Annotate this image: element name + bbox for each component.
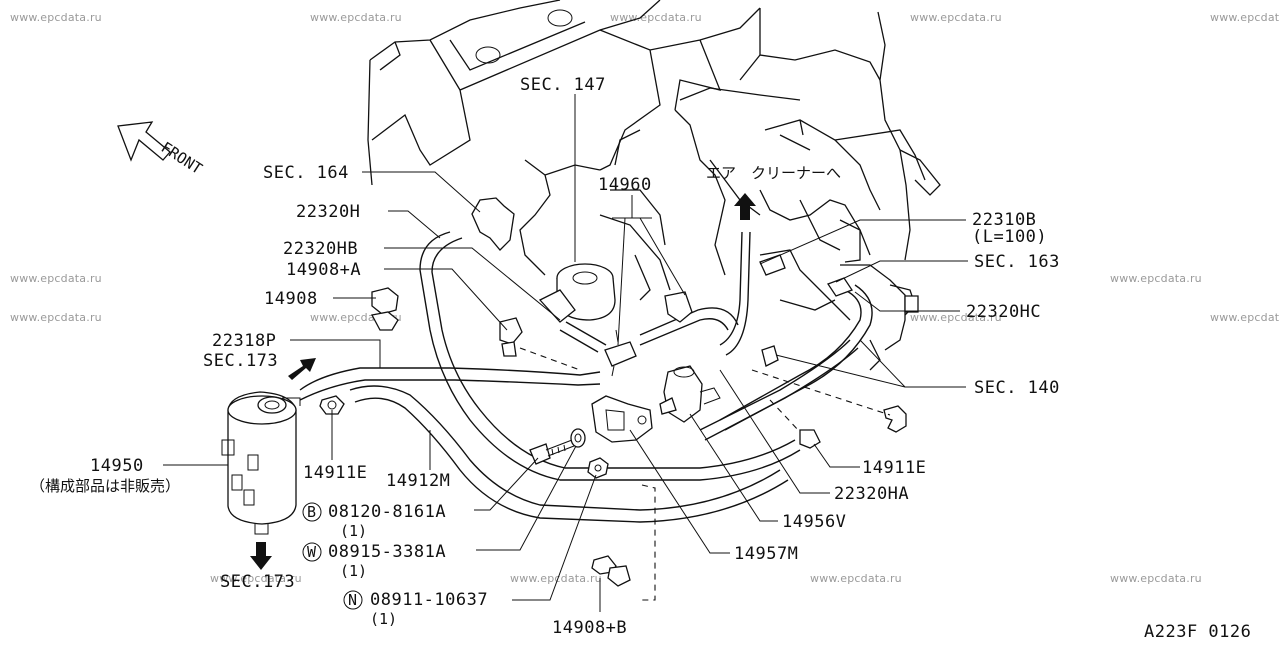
bolt-08120[interactable] <box>529 439 575 465</box>
watermark: www.epcdata.ru <box>910 11 1002 24</box>
dashed-guides <box>519 347 891 601</box>
front-direction-indicator: FRONT <box>117 121 205 178</box>
fitting-sec163 <box>827 277 853 297</box>
canister-14950[interactable] <box>221 391 301 535</box>
hose-14912m <box>349 385 781 511</box>
watermark: www.epcdata.ru <box>1110 572 1202 585</box>
label-14911e-left[interactable]: 14911E <box>303 463 367 483</box>
arrow-to-sec173-top-icon <box>288 358 316 380</box>
label-14960[interactable]: 14960 <box>598 175 652 195</box>
watermark: www.epcdata.ru <box>910 311 1002 324</box>
clip-14908[interactable] <box>371 287 399 331</box>
arrow-up-air-cleaner-icon <box>734 193 756 220</box>
engine-outline <box>367 0 941 371</box>
label-22320hc[interactable]: 22320HC <box>966 302 1041 322</box>
watermark: www.epcdata.ru <box>10 311 102 324</box>
watermark: www.epcdata.ru <box>10 272 102 285</box>
label-22310b[interactable]: 22310B <box>972 210 1036 230</box>
watermark: www.epcdata.ru <box>1210 11 1280 24</box>
bracket-sec140 <box>883 405 907 433</box>
clamp-14911e-left[interactable] <box>319 395 345 415</box>
label-nut-qty: (1) <box>370 610 397 628</box>
label-22320ha[interactable]: 22320HA <box>834 484 909 504</box>
nut-08911[interactable] <box>587 457 609 479</box>
label-washer-qty: (1) <box>340 562 367 580</box>
clip-14908-b[interactable] <box>591 555 631 587</box>
callout-bolt[interactable]: B 08120-8161A (1) <box>302 502 446 540</box>
callout-labels: SEC. 147 SEC. 164 22320H 22320HB 14908+A… <box>30 75 1251 642</box>
label-22310b-length: (L=100) <box>972 227 1047 247</box>
watermark: www.epcdata.ru <box>810 572 902 585</box>
watermark: www.epcdata.ru <box>210 572 302 585</box>
air-cleaner-note: エア クリーナーへ <box>706 164 841 182</box>
label-bolt-part: 08120-8161A <box>328 502 446 522</box>
hose-22320h <box>419 231 801 481</box>
leader-lines <box>163 94 968 612</box>
parts <box>221 193 919 587</box>
valve-14957m[interactable] <box>591 395 653 443</box>
label-14911e-right[interactable]: 14911E <box>862 458 926 478</box>
label-22318p[interactable]: 22318P <box>212 331 276 351</box>
watermark: www.epcdata.ru <box>510 572 602 585</box>
label-22320h[interactable]: 22320H <box>296 202 360 222</box>
label-14957m[interactable]: 14957M <box>734 544 798 564</box>
label-washer-part: 08915-3381A <box>328 542 446 562</box>
label-14908-b[interactable]: 14908+B <box>552 618 627 638</box>
watermark: www.epcdata.ru <box>10 11 102 24</box>
label-nut-part: 08911-10637 <box>370 590 488 610</box>
label-bolt-qty: (1) <box>340 522 367 540</box>
nut-prefix: N <box>348 591 357 609</box>
watermark: www.epcdata.ru <box>310 11 402 24</box>
label-sec147[interactable]: SEC. 147 <box>520 75 606 95</box>
valve-14960[interactable] <box>538 263 693 323</box>
hose-22310b <box>719 231 743 346</box>
label-sec140[interactable]: SEC. 140 <box>974 378 1060 398</box>
label-sec173-top[interactable]: SEC.173 <box>203 351 278 371</box>
label-14956v[interactable]: 14956V <box>782 512 846 532</box>
watermarks: www.epcdata.ru www.epcdata.ru www.epcdat… <box>10 11 1280 585</box>
drawing-code: A223F 0126 <box>1144 622 1251 640</box>
fitting-22320hc <box>904 295 919 313</box>
label-14912m[interactable]: 14912M <box>386 471 450 491</box>
watermark: www.epcdata.ru <box>610 11 702 24</box>
watermark: www.epcdata.ru <box>1110 272 1202 285</box>
arrow-down-icon <box>250 542 272 570</box>
front-arrow-icon <box>117 121 171 162</box>
hose-22318p <box>299 367 601 391</box>
washer-08915[interactable] <box>570 428 586 448</box>
solenoid-14956v[interactable] <box>659 365 721 423</box>
watermark: www.epcdata.ru <box>1210 311 1280 324</box>
clip-14908-a[interactable] <box>499 317 523 357</box>
bolt-prefix: B <box>307 503 316 521</box>
label-14908[interactable]: 14908 <box>264 289 318 309</box>
clamp-14911e-right[interactable] <box>799 429 821 449</box>
callout-washer[interactable]: W 08915-3381A (1) <box>302 542 446 580</box>
label-22320hb[interactable]: 22320HB <box>283 239 358 259</box>
hose-22320hc <box>719 289 862 421</box>
three-way-connector[interactable] <box>604 329 637 377</box>
label-sec173-bottom[interactable]: SEC.173 <box>220 572 295 592</box>
hoses <box>299 231 873 523</box>
callout-nut[interactable]: N 08911-10637 (1) <box>343 590 488 628</box>
label-sec164[interactable]: SEC. 164 <box>263 163 349 183</box>
label-14950-note: （構成部品は非販売） <box>30 477 180 495</box>
bracket-sec164 <box>471 197 515 251</box>
label-sec163[interactable]: SEC. 163 <box>974 252 1060 272</box>
label-14908-a[interactable]: 14908+A <box>286 260 361 280</box>
washer-prefix: W <box>307 543 317 561</box>
label-14950[interactable]: 14950 <box>90 456 144 476</box>
